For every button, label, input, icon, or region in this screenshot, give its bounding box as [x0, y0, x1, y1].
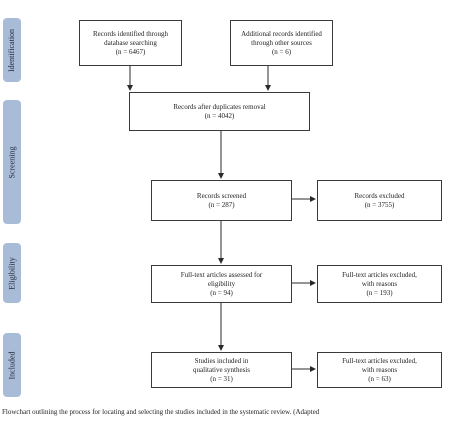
- records-screened-line1: Records screened: [196, 191, 247, 200]
- records-after-duplicates-count: (n = 4042): [204, 111, 235, 120]
- fulltext-assessed-count: (n = 94): [210, 288, 233, 297]
- studies-included-line2: qualitative synthesis: [193, 365, 250, 374]
- figure-caption: Flowchart outlining the process for loca…: [2, 408, 320, 416]
- stage-label-screening-text: Screening: [7, 146, 17, 178]
- studies-included-line1: Studies included in: [194, 356, 249, 365]
- fulltext-assessed-line1: Full-text articles assessed for: [180, 270, 263, 279]
- stage-label-included: Included: [3, 333, 21, 397]
- stage-label-identification: Identification: [3, 18, 21, 82]
- additional-records-box: Additional records identified through ot…: [230, 20, 333, 66]
- records-after-duplicates-box: Records after duplicates removal (n = 40…: [129, 92, 310, 131]
- fulltext-excluded-eligibility-line1: Full-text articles excluded,: [342, 270, 417, 279]
- records-identified-database-line1: Records identified through: [92, 29, 169, 38]
- fulltext-excluded-eligibility-line2: with reasons: [361, 279, 398, 288]
- stage-label-eligibility: Eligibility: [3, 243, 21, 303]
- stage-label-screening: Screening: [3, 100, 21, 224]
- additional-records-line1: Additional records identified: [241, 29, 322, 38]
- fulltext-excluded-included-count: (n = 63): [368, 374, 391, 383]
- records-excluded-count: (n = 3755): [364, 200, 395, 209]
- records-identified-database-line2: database searching: [104, 38, 157, 47]
- additional-records-line2: through other sources: [251, 38, 312, 47]
- stage-label-eligibility-text: Eligibility: [7, 256, 17, 290]
- additional-records-count: (n = 6): [271, 47, 292, 56]
- records-after-duplicates-line1: Records after duplicates removal: [173, 102, 266, 111]
- fulltext-assessed-line2: eligibility: [207, 279, 236, 288]
- fulltext-excluded-included-line2: with reasons: [361, 365, 398, 374]
- stage-label-identification-text: Identification: [7, 28, 17, 72]
- records-screened-box: Records screened (n = 287): [151, 180, 292, 221]
- records-excluded-line1: Records excluded: [354, 191, 405, 200]
- records-identified-database-box: Records identified through database sear…: [79, 20, 182, 66]
- fulltext-excluded-eligibility-count: (n = 193): [366, 288, 393, 297]
- studies-included-count: (n = 31): [210, 374, 233, 383]
- records-screened-count: (n = 287): [208, 200, 235, 209]
- fulltext-excluded-included-line1: Full-text articles excluded,: [342, 356, 417, 365]
- fulltext-excluded-eligibility-box: Full-text articles excluded, with reason…: [317, 265, 442, 303]
- records-identified-database-count: (n = 6467): [115, 47, 146, 56]
- fulltext-assessed-box: Full-text articles assessed for eligibil…: [151, 265, 292, 303]
- studies-included-box: Studies included in qualitative synthesi…: [151, 352, 292, 388]
- fulltext-excluded-included-box: Full-text articles excluded, with reason…: [317, 352, 442, 388]
- records-excluded-box: Records excluded (n = 3755): [317, 180, 442, 221]
- stage-label-included-text: Included: [7, 351, 17, 379]
